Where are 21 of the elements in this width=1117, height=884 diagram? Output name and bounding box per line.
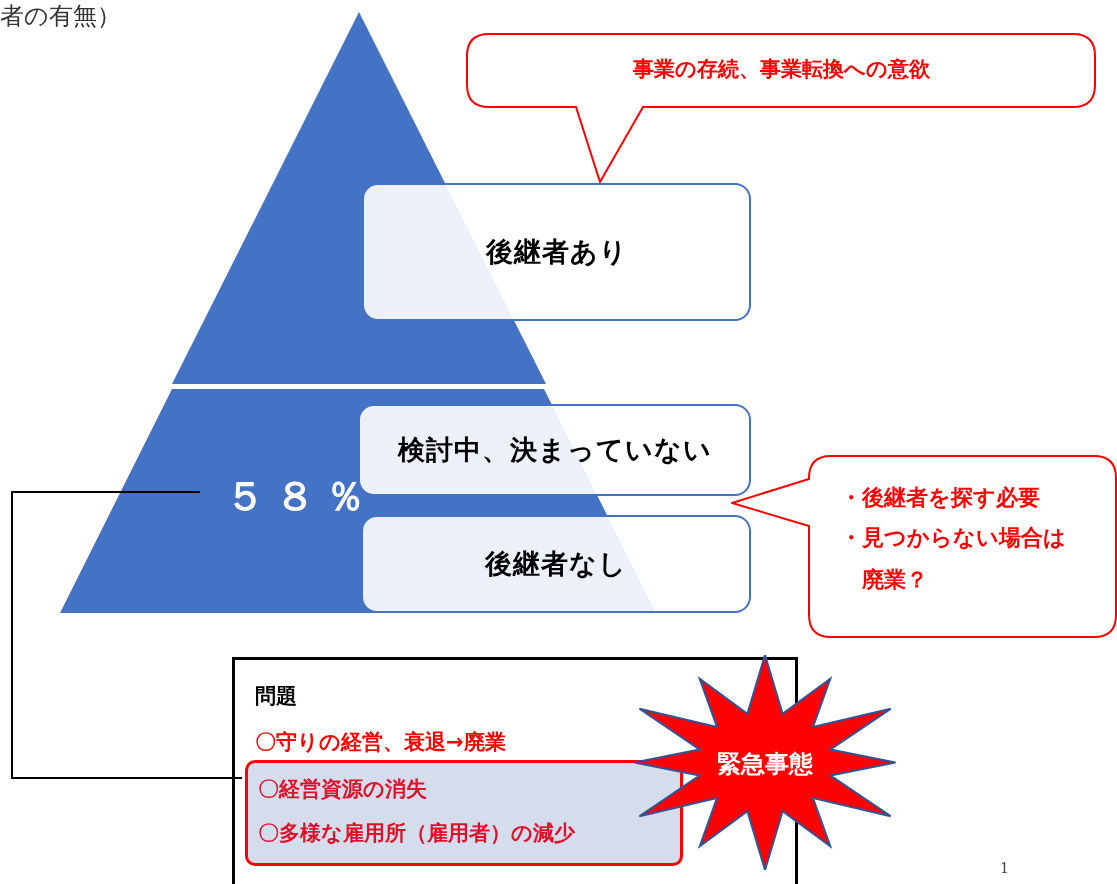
category-box [361,515,751,613]
category-box [358,404,751,496]
category-label: 後継者あり [485,235,628,269]
callout-text: 事業の存続、事業転換への意欲 [631,56,931,83]
speech-callout [466,33,1096,183]
bullet-text: ・見つからない場合は廃業？ [840,524,1067,594]
category-box [362,183,751,321]
page-number: 1 [1000,860,1009,876]
highlight-box [245,760,683,866]
heading-fragment: 者の有無） [0,1,121,32]
percentage-label: ５８％ [225,472,375,521]
speech-callout [731,455,1117,638]
burst-text: 緊急事態 [716,748,814,780]
bracket-connector [11,491,243,779]
bullet-text: ・後継者を探す必要 [840,484,1041,512]
problem-item: 〇経営資源の消失 [258,776,427,803]
heading: 問題 [255,683,297,710]
problem-item: 〇守りの経営、衰退→廃業 [255,729,506,756]
category-label: 検討中、決まっていない [397,433,712,467]
problem-item: 〇多様な雇用所（雇用者）の減少 [258,820,575,847]
category-label: 後継者なし [485,547,627,581]
